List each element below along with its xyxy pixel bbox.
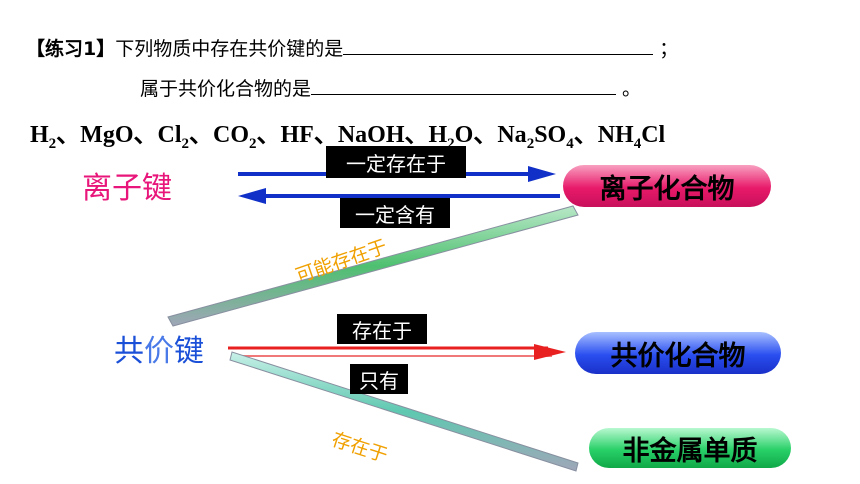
formula-base: HF <box>280 122 314 148</box>
covalent-bond-char-2: 价 <box>144 334 174 369</box>
exercise-prefix: 【练习1】 <box>26 38 116 60</box>
formula-item: HF <box>281 122 314 148</box>
formula-base: H <box>30 122 49 148</box>
formula-sub: 4 <box>633 135 642 152</box>
formula-separator: 、 <box>573 122 598 148</box>
exercise-line-2: 属于共价化合物的是 。 <box>140 74 641 101</box>
formula-item: Na2SO4 <box>497 122 573 152</box>
formula-sub: 2 <box>48 135 57 152</box>
nonmetal-element-node: 非金属单质 <box>589 428 791 468</box>
formula-item: NaOH <box>338 122 405 148</box>
answer-blank-2[interactable] <box>311 76 617 95</box>
formula-sub: 2 <box>447 135 455 152</box>
exercise-question-1: 下列物质中存在共价键的是 <box>115 38 344 60</box>
formula-base: NH <box>597 122 634 148</box>
formula-separator: 、 <box>313 122 338 148</box>
formula-base: Na <box>497 122 527 148</box>
formula-item: Cl2 <box>157 122 190 152</box>
covalent-compound-node: 共价化合物 <box>575 332 781 374</box>
formula-tail: O <box>454 122 474 148</box>
formula-sub2: 4 <box>566 135 574 152</box>
formula-item: H2 <box>30 122 56 152</box>
formula-sub: 2 <box>249 135 257 152</box>
formula-item: H2O <box>428 122 474 152</box>
formula-item: MgO <box>80 122 133 148</box>
formula-separator: 、 <box>56 122 81 148</box>
formula-base: CO <box>213 122 249 148</box>
formula-separator: 、 <box>189 122 213 148</box>
formula-sub: 2 <box>526 135 535 152</box>
formula-separator: 、 <box>256 122 281 148</box>
formula-base: Cl <box>157 122 182 148</box>
covalent-bond-char-1: 共 <box>114 334 144 369</box>
formula-sub: 2 <box>181 135 190 152</box>
exercise-q2-end: 。 <box>622 78 642 100</box>
formula-tail: SO <box>534 122 567 148</box>
formula-separator: 、 <box>473 122 498 148</box>
formula-base: H <box>428 122 448 148</box>
answer-blank-1[interactable] <box>343 36 654 55</box>
compound-to-ionic-arrow <box>238 188 560 204</box>
formula-item: CO2 <box>213 122 257 152</box>
exercise-line-1: 【练习1】下列物质中存在共价键的是 ； <box>26 34 678 61</box>
covalent-to-compound-arrow <box>228 344 566 360</box>
formula-separator: 、 <box>133 122 158 148</box>
formula-base: MgO <box>80 122 134 148</box>
formula-separator: 、 <box>404 122 429 148</box>
exercise-q1-end: ； <box>659 38 679 60</box>
ionic-compound-node: 离子化合物 <box>563 165 771 207</box>
covalent-to-ionic-tube <box>167 205 579 327</box>
exercise-question-2: 属于共价化合物的是 <box>140 78 312 100</box>
covalent-bond-char-3: 键 <box>174 334 204 369</box>
covalent-bond-label: 共价键 <box>114 326 204 370</box>
edge-label-covalent-to-compound: 存在于 <box>337 314 427 344</box>
formula-base: NaOH <box>337 122 405 148</box>
formula-list: H2、MgO、Cl2、CO2、HF、NaOH、H2O、Na2SO4、NH4Cl <box>30 114 665 153</box>
edge-label-covalent-only: 只有 <box>350 364 408 394</box>
edge-label-compound-to-ionic: 一定含有 <box>340 198 450 228</box>
formula-tail: Cl <box>641 122 666 148</box>
ionic-bond-label: 离子键 <box>82 171 172 206</box>
formula-item: NH4Cl <box>597 122 666 152</box>
edge-label-ionic-to-compound: 一定存在于 <box>326 146 466 178</box>
covalent-to-nonmetal-tube <box>229 351 579 472</box>
